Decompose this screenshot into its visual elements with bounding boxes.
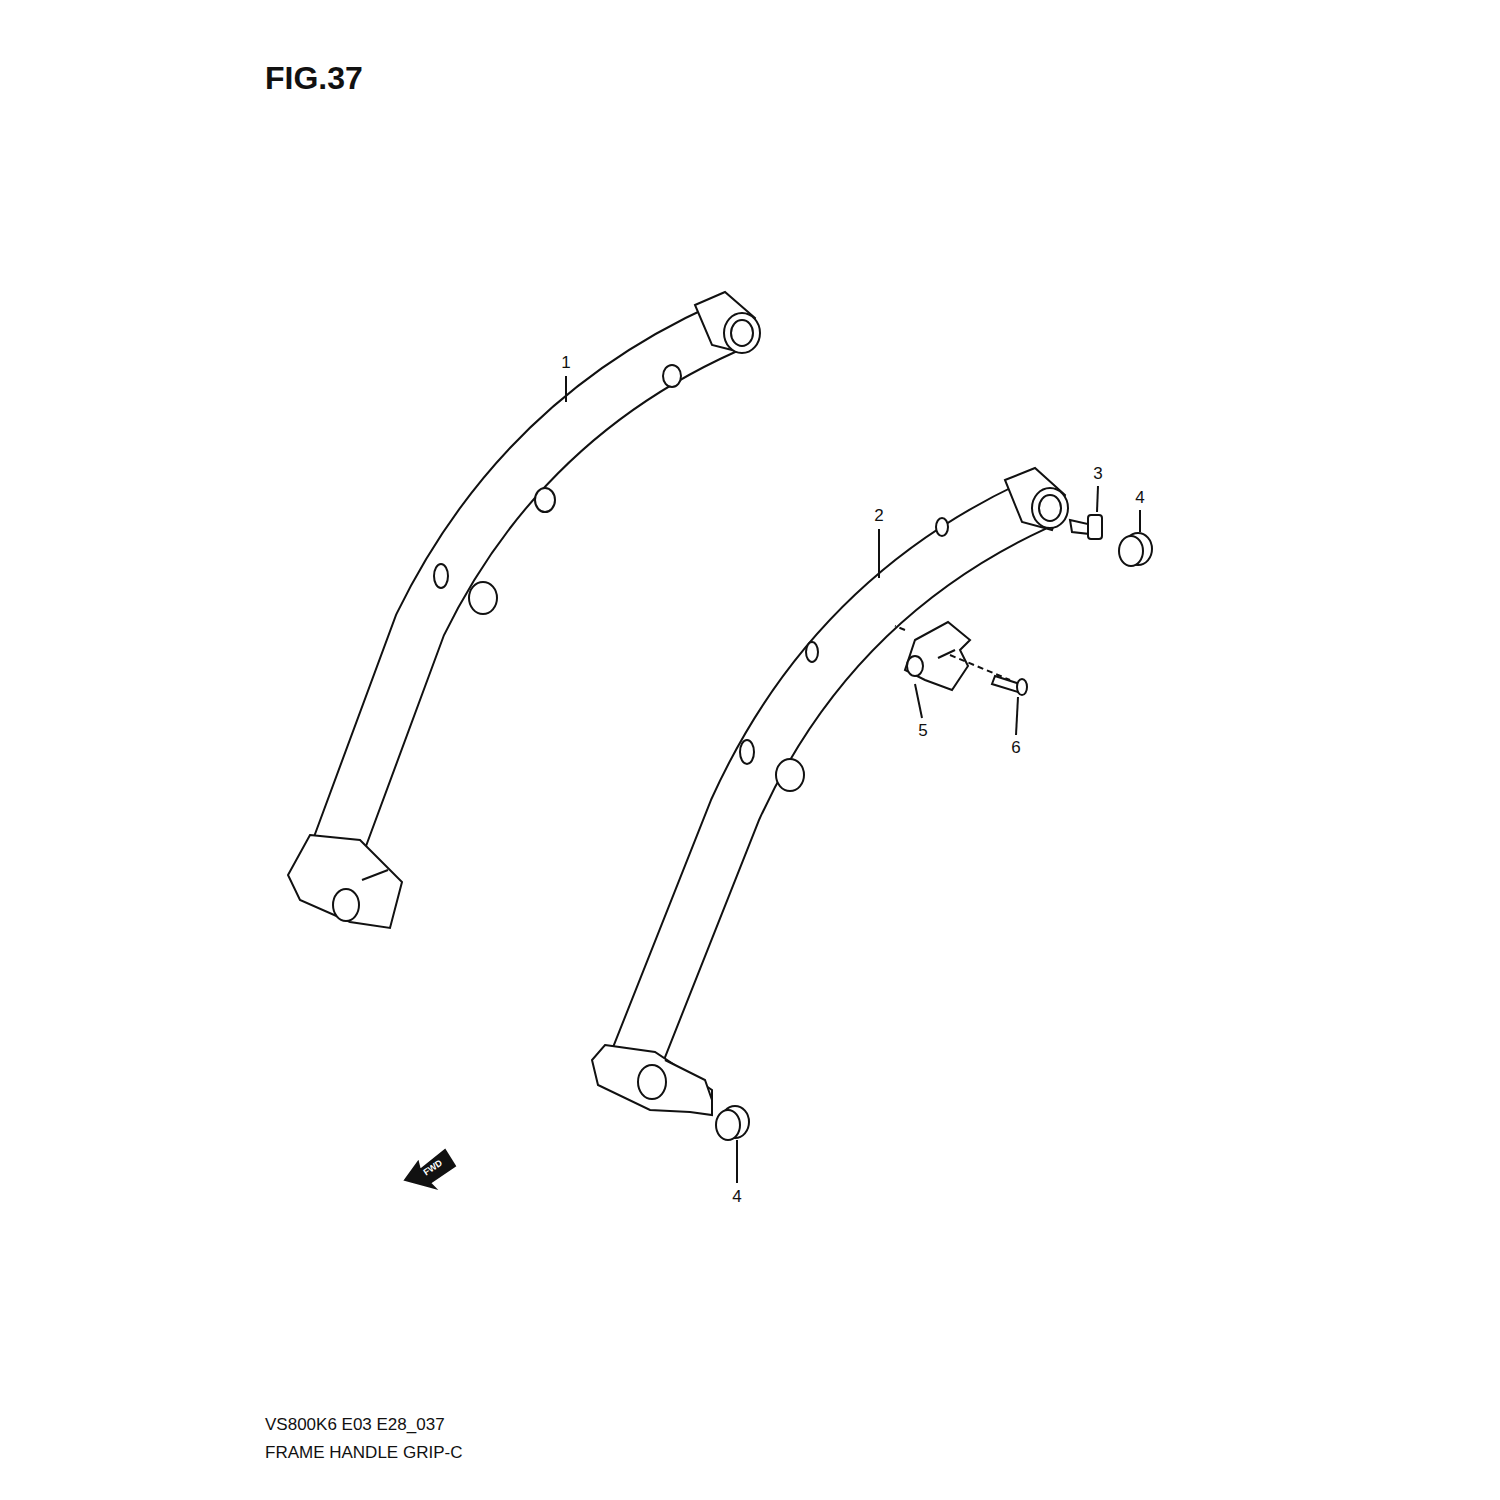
callout-number: 4 xyxy=(732,1188,741,1205)
figure-title: FIG.37 xyxy=(265,62,363,94)
drawing-code: VS800K6 E03 E28_037 xyxy=(265,1416,445,1433)
callout-number: 1 xyxy=(561,354,570,371)
callout-number: 6 xyxy=(1011,739,1020,756)
callout-number: 2 xyxy=(874,507,883,524)
callout-number: 4 xyxy=(1135,489,1144,506)
figure-caption: FRAME HANDLE GRIP-C xyxy=(265,1444,462,1461)
callout-number: 5 xyxy=(918,722,927,739)
callout-number: 3 xyxy=(1093,465,1102,482)
